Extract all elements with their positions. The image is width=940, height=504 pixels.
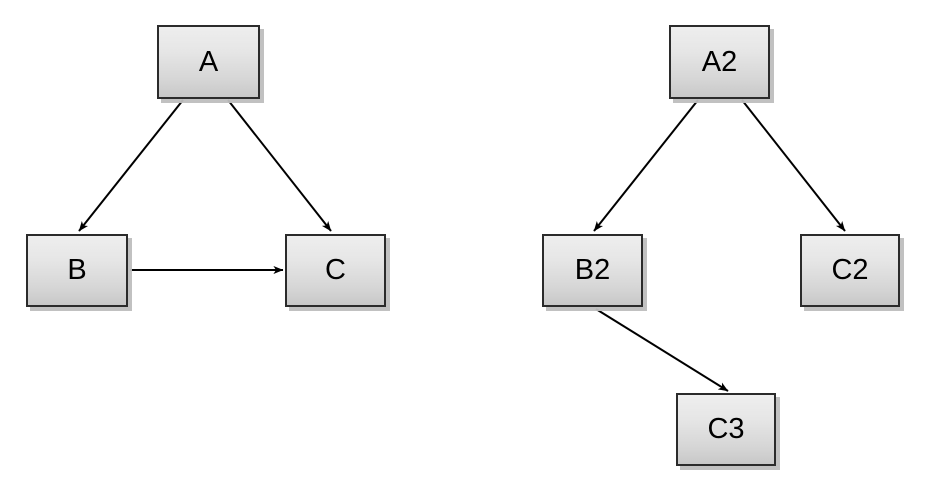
node-c3[interactable]: C3 — [676, 393, 776, 466]
node-label-b2: B2 — [574, 254, 611, 286]
node-b[interactable]: B — [26, 234, 128, 307]
edge-a-to-c[interactable] — [227, 99, 332, 232]
edge-a2-to-b2[interactable] — [593, 99, 699, 232]
node-label-a2: A2 — [701, 45, 738, 78]
edge-b2-to-c3[interactable] — [595, 308, 729, 392]
edge-a-to-b[interactable] — [78, 99, 184, 232]
node-label-a: A — [198, 45, 219, 78]
node-c[interactable]: C — [285, 234, 386, 307]
node-label-c2: C2 — [831, 254, 869, 286]
node-label-c3: C3 — [707, 413, 745, 445]
node-a2[interactable]: A2 — [669, 25, 770, 99]
node-b2[interactable]: B2 — [542, 234, 643, 307]
node-c2[interactable]: C2 — [800, 234, 900, 307]
node-a[interactable]: A — [157, 25, 260, 99]
node-label-b: B — [67, 254, 87, 286]
edge-a2-to-c2[interactable] — [741, 99, 846, 232]
node-label-c: C — [325, 254, 346, 286]
